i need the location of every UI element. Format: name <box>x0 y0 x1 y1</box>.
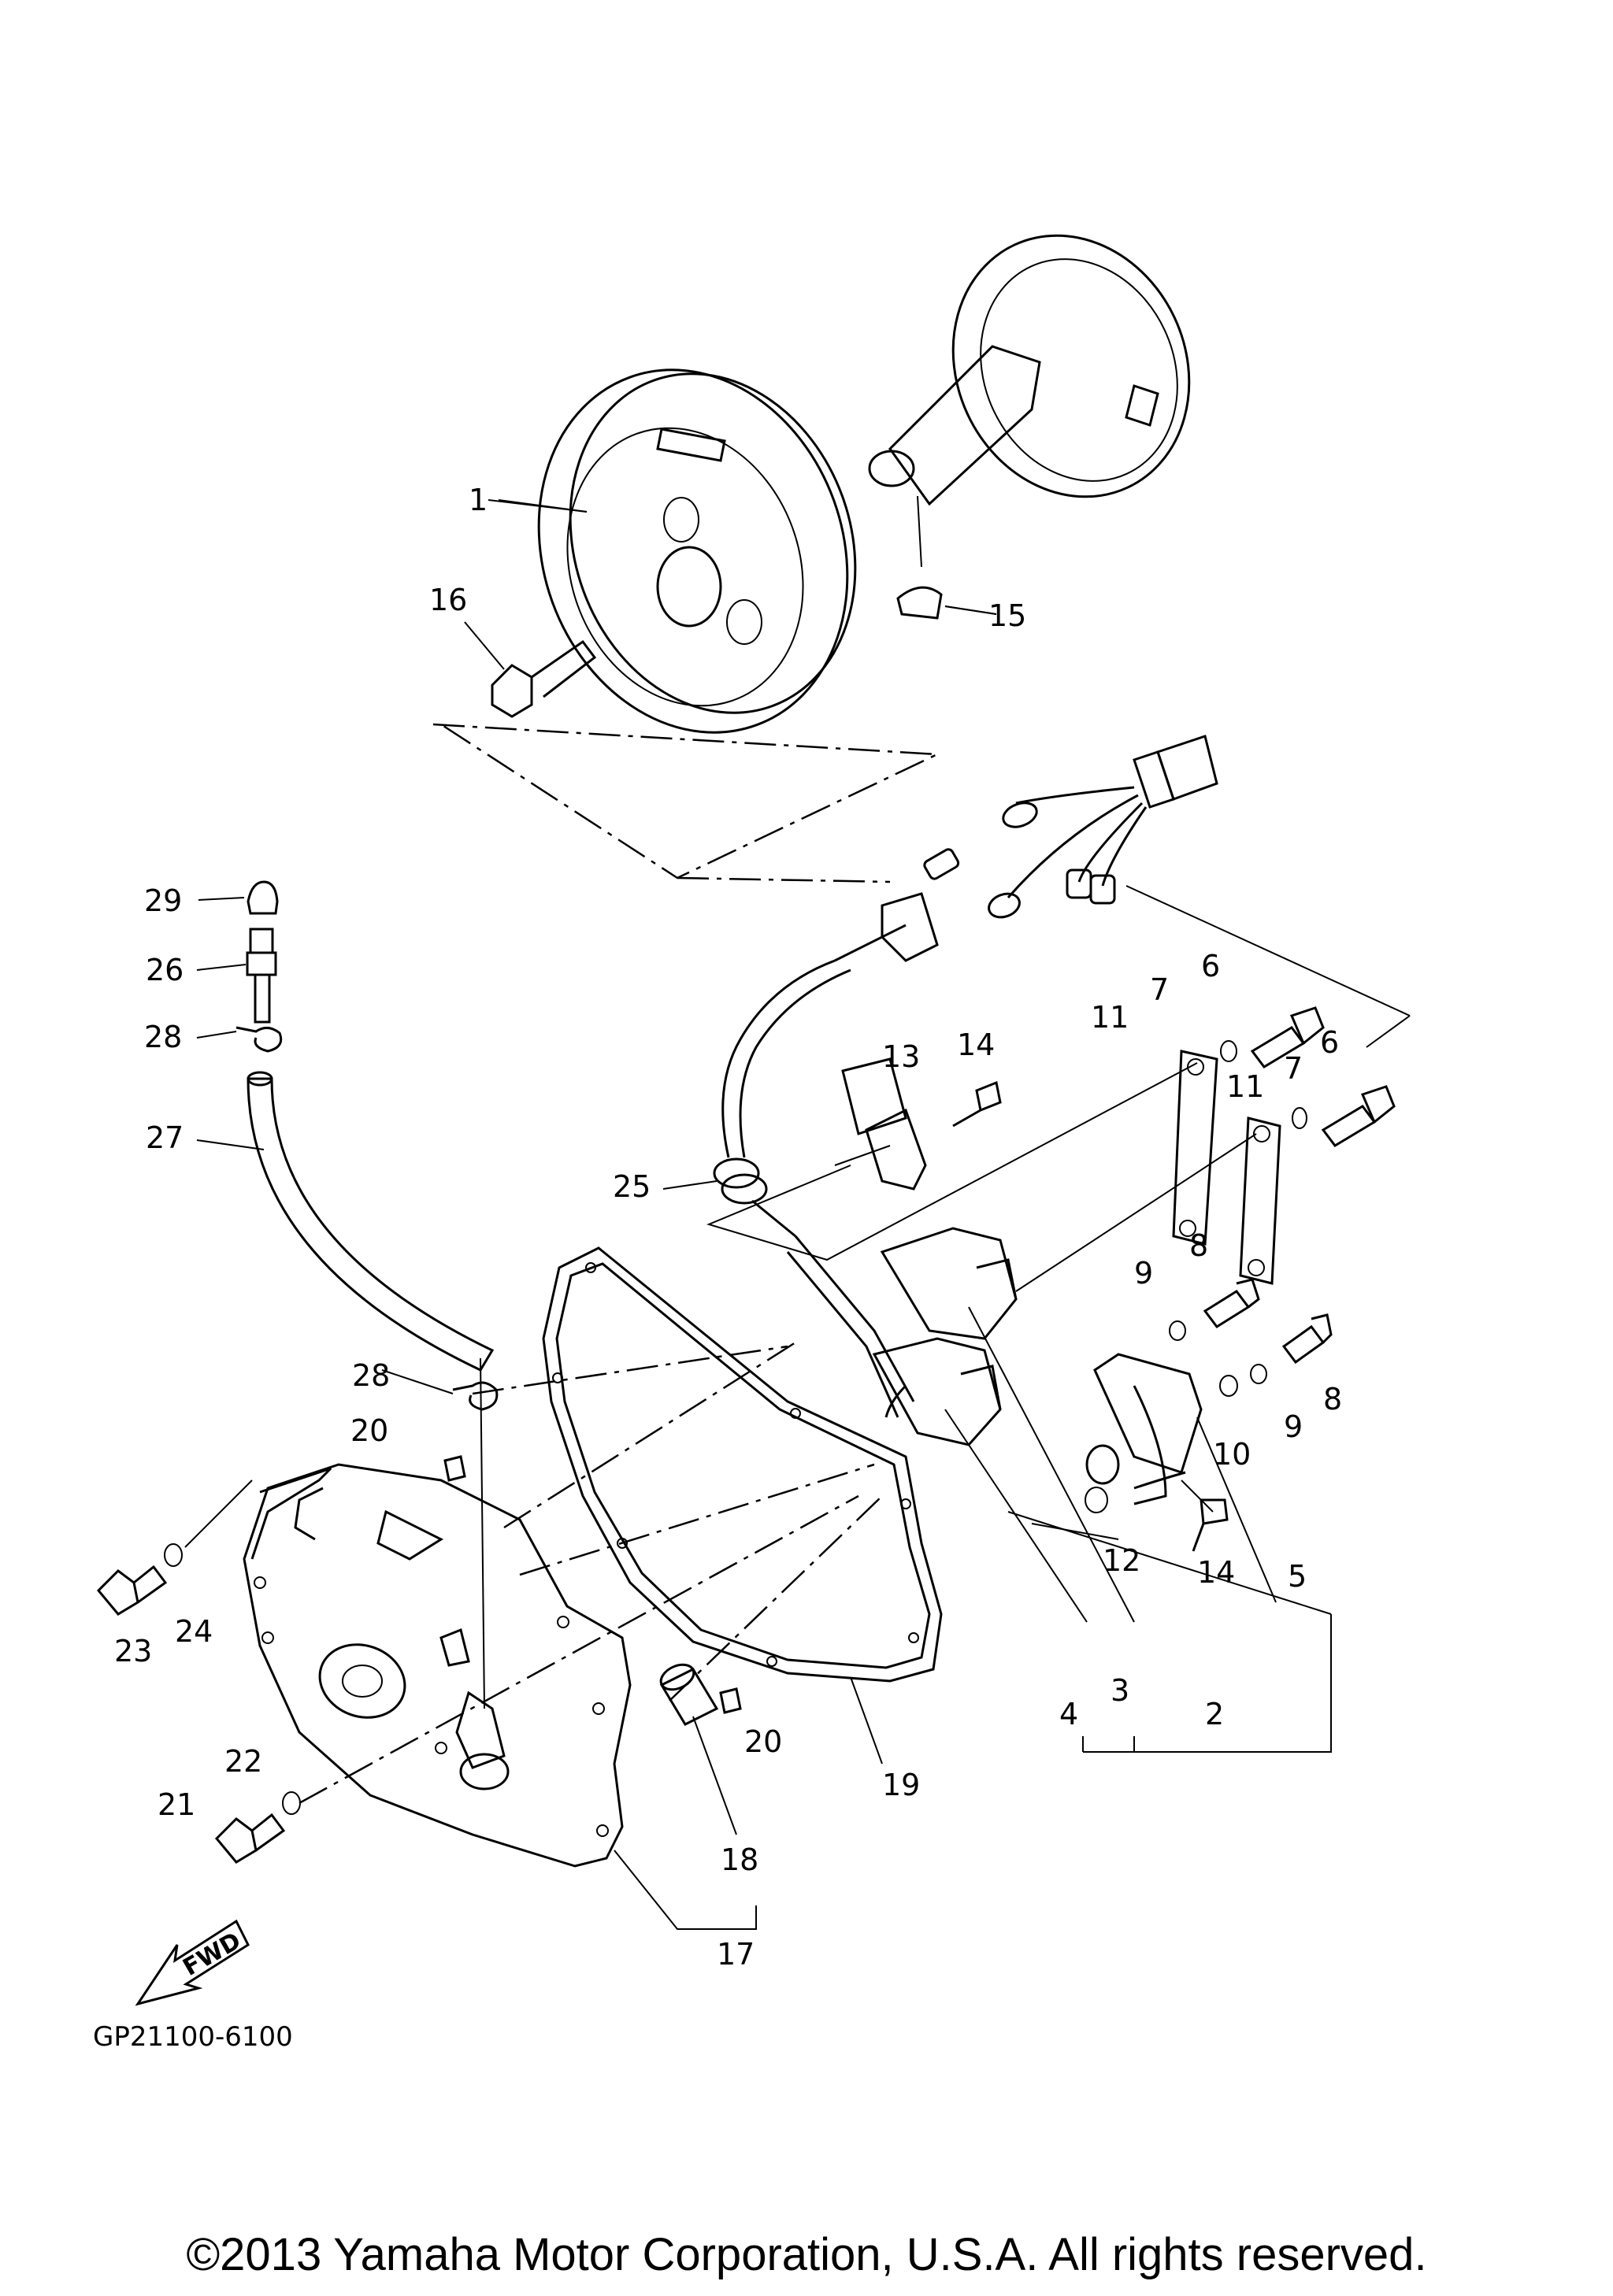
pickup-coil-assembly <box>786 1057 1018 1446</box>
svg-text:27: 27 <box>146 1120 184 1155</box>
svg-text:9: 9 <box>1134 1256 1153 1291</box>
svg-text:23: 23 <box>114 1634 152 1668</box>
bolt-8a <box>1203 1278 1260 1329</box>
plates <box>1172 1050 1281 1285</box>
bracket-2 <box>1082 1614 1332 1753</box>
svg-text:7: 7 <box>1284 1051 1303 1086</box>
crankshaft-hub <box>868 234 1191 506</box>
svg-text:17: 17 <box>717 1937 755 1972</box>
svg-text:20: 20 <box>744 1724 782 1759</box>
svg-text:8: 8 <box>1323 1382 1342 1416</box>
svg-text:26: 26 <box>146 953 184 987</box>
pin-20b <box>443 1455 466 1482</box>
clamp-28b <box>452 1381 499 1411</box>
svg-text:28: 28 <box>352 1358 390 1393</box>
washer-9b <box>1250 1364 1267 1384</box>
svg-text:21: 21 <box>158 1787 195 1822</box>
cap-29 <box>247 880 279 915</box>
svg-text:14: 14 <box>957 1028 995 1062</box>
washer-9a <box>1169 1320 1186 1341</box>
rectifier-regulator <box>1085 1353 1203 1513</box>
bolt-23 <box>96 1565 168 1616</box>
bolt-14b <box>1192 1498 1229 1552</box>
svg-text:16: 16 <box>429 583 467 617</box>
pin-20a <box>719 1687 742 1714</box>
screws-6 <box>1250 1006 1396 1147</box>
svg-text:5: 5 <box>1288 1559 1307 1594</box>
flywheel-rotor <box>537 368 857 734</box>
bolt-8b <box>1281 1313 1333 1365</box>
hose-27 <box>247 1077 495 1372</box>
diagram-code: GP21100-6100 <box>93 2021 293 2053</box>
leader-lines <box>196 499 997 1394</box>
wire-harness <box>721 735 1218 1158</box>
svg-text:6: 6 <box>1201 949 1220 983</box>
svg-text:10: 10 <box>1213 1437 1251 1472</box>
dowel-18 <box>659 1663 719 1726</box>
bolt-14a <box>952 1080 1002 1128</box>
svg-text:28: 28 <box>144 1020 182 1054</box>
svg-text:4: 4 <box>1059 1697 1078 1731</box>
svg-text:13: 13 <box>882 1039 920 1074</box>
fwd-arrow: FWD <box>135 1919 250 2006</box>
bolt-21 <box>214 1813 286 1864</box>
clamp-28a <box>235 1026 283 1053</box>
washer-10 <box>1219 1375 1238 1397</box>
svg-text:11: 11 <box>1091 1000 1129 1035</box>
grommet <box>713 1157 796 1238</box>
svg-text:11: 11 <box>1226 1069 1264 1104</box>
svg-text:24: 24 <box>175 1614 213 1649</box>
flywheel-bolt <box>491 639 597 718</box>
washer-7b <box>1292 1107 1307 1129</box>
washer-24 <box>164 1543 183 1567</box>
svg-text:9: 9 <box>1284 1409 1303 1444</box>
svg-text:3: 3 <box>1111 1673 1129 1708</box>
crankcase-cover <box>243 1463 632 1868</box>
svg-text:18: 18 <box>721 1842 758 1877</box>
svg-text:15: 15 <box>988 598 1026 633</box>
svg-text:29: 29 <box>144 883 182 918</box>
copyright-notice: ©2013 Yamaha Motor Corporation, U.S.A. A… <box>186 2229 1427 2280</box>
washer-22 <box>282 1791 301 1815</box>
svg-text:22: 22 <box>224 1744 262 1779</box>
svg-text:12: 12 <box>1103 1543 1140 1578</box>
woodruff-key <box>896 586 943 620</box>
svg-text:14: 14 <box>1197 1555 1235 1590</box>
callout-labels: 1 2 3 4 5 6 6 7 7 8 8 9 9 10 11 11 12 13… <box>114 483 1342 1972</box>
svg-text:6: 6 <box>1320 1025 1339 1060</box>
svg-text:FWD: FWD <box>179 1927 246 1982</box>
svg-text:19: 19 <box>882 1768 920 1802</box>
washer-7a <box>1220 1040 1237 1062</box>
svg-text:8: 8 <box>1189 1228 1208 1263</box>
svg-text:7: 7 <box>1150 972 1169 1007</box>
svg-text:20: 20 <box>350 1413 388 1448</box>
svg-text:2: 2 <box>1205 1697 1224 1731</box>
svg-text:1: 1 <box>469 483 488 517</box>
svg-text:25: 25 <box>613 1169 651 1204</box>
gasket <box>542 1246 943 1683</box>
fitting-26 <box>246 928 277 1024</box>
